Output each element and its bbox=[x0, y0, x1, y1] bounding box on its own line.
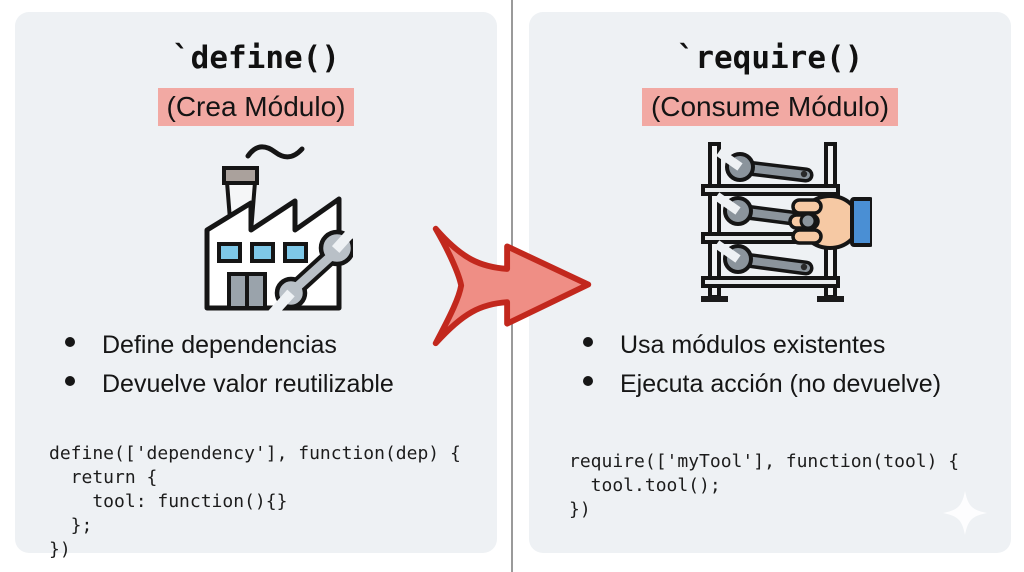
define-subtitle-highlight: (Crea Módulo) bbox=[157, 88, 355, 126]
factory-icon bbox=[193, 136, 360, 318]
define-bullet-list: Define dependencias Devuelve valor reuti… bbox=[65, 330, 477, 408]
bullet-icon bbox=[65, 337, 75, 347]
factory-window bbox=[217, 242, 242, 263]
factory-window bbox=[283, 242, 308, 263]
wrench-glyph bbox=[268, 223, 360, 318]
rack-foot bbox=[701, 296, 728, 302]
rack-foot bbox=[817, 296, 844, 302]
define-title: `define() bbox=[172, 40, 340, 76]
list-item: Usa módulos existentes bbox=[583, 330, 991, 360]
bullet-icon bbox=[65, 376, 75, 386]
require-title: `require() bbox=[676, 40, 864, 76]
chimney-cap bbox=[222, 166, 259, 185]
bullet-label: Usa módulos existentes bbox=[620, 331, 886, 359]
wrench-glyph bbox=[716, 148, 814, 183]
define-panel: `define() (Crea Módulo) bbox=[15, 12, 497, 560]
bullet-icon bbox=[583, 337, 593, 347]
wrench-glyph bbox=[714, 240, 814, 276]
require-subtitle-highlight: (Consume Módulo) bbox=[641, 88, 899, 126]
wrench-handle-end bbox=[799, 212, 817, 230]
define-code-snippet: define(['dependency'], function(dep) { r… bbox=[49, 443, 461, 560]
rack-post bbox=[708, 142, 721, 299]
sleeve-cuff bbox=[850, 197, 874, 247]
smoke-squiggle bbox=[245, 144, 305, 160]
right-arrow-icon bbox=[428, 220, 596, 352]
require-panel: `require() (Consume Módulo) bbox=[529, 12, 1011, 553]
bullet-label: Define dependencias bbox=[102, 331, 337, 359]
require-code-snippet: require(['myTool'], function(tool) { too… bbox=[569, 451, 960, 520]
list-item: Devuelve valor reutilizable bbox=[65, 369, 477, 399]
sparkle-icon bbox=[941, 489, 989, 537]
require-subtitle-row: (Consume Módulo) bbox=[529, 88, 1011, 126]
bullet-icon bbox=[583, 376, 593, 386]
rack-shelf bbox=[701, 276, 840, 288]
tool-shelf-icon bbox=[690, 138, 874, 310]
rack-shelf bbox=[701, 184, 840, 196]
bullet-label: Ejecuta acción (no devuelve) bbox=[620, 370, 942, 398]
define-subtitle-row: (Crea Módulo) bbox=[15, 88, 497, 126]
factory-window bbox=[250, 242, 275, 263]
bullet-label: Devuelve valor reutilizable bbox=[102, 370, 394, 398]
require-bullet-list: Usa módulos existentes Ejecuta acción (n… bbox=[583, 330, 991, 408]
list-item: Define dependencias bbox=[65, 330, 477, 360]
list-item: Ejecuta acción (no devuelve) bbox=[583, 369, 991, 399]
hand-icon bbox=[788, 194, 874, 250]
